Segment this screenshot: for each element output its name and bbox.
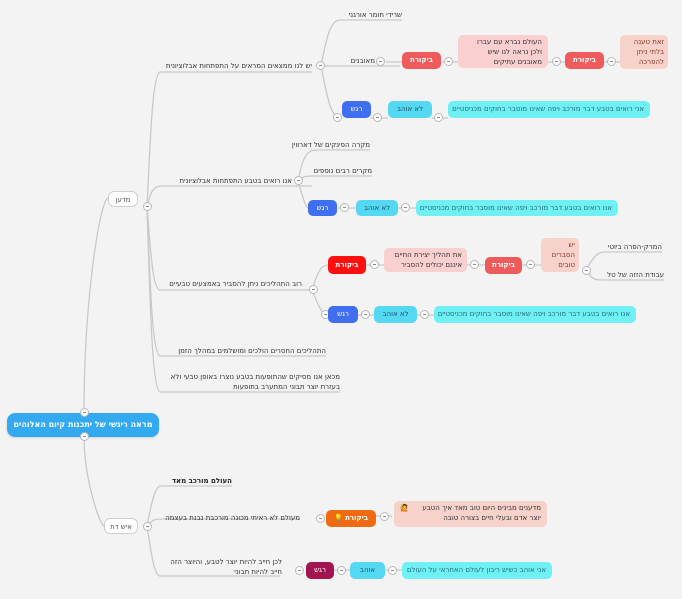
- collapse-toggle[interactable]: [526, 260, 535, 269]
- collapse-toggle[interactable]: [470, 260, 479, 269]
- emotion-tag[interactable]: רגש: [306, 562, 334, 579]
- collapse-toggle[interactable]: [340, 203, 349, 212]
- branch-religious-man[interactable]: איש דת: [104, 518, 138, 534]
- science-conclusion[interactable]: מכאן אנו מסיקים שהתופעות בטבע נוצרו באופ…: [170, 373, 340, 391]
- faith-claim-1[interactable]: העולם מורכב מאד: [171, 477, 232, 485]
- dislike-tag[interactable]: לא אוהב: [388, 101, 432, 118]
- lightbulb-icon: 💡: [333, 514, 343, 522]
- science-claim-1[interactable]: יש לנו ממצאים המראים על התפתחות אבלוציונ…: [165, 62, 312, 70]
- collapse-toggle[interactable]: [380, 512, 389, 521]
- collapse-toggle[interactable]: [376, 57, 385, 66]
- emotion-note[interactable]: אנו רואים בטבע דבר מורכב ויפה שאינו מוסב…: [416, 200, 618, 216]
- counter-argument[interactable]: זאת טענה בלתי ניתן להפרכה: [620, 35, 668, 69]
- darwin-finches-node[interactable]: מקרה הפינקים של דארווין: [291, 141, 370, 149]
- science-claim-2[interactable]: אנו רואים בטבע התפתחות אבלוציונית: [179, 177, 293, 185]
- collapse-toggle[interactable]: [337, 566, 346, 575]
- science-claim-4[interactable]: התהליכים החסרים הולכים ומושלמים במהלך הז…: [178, 347, 326, 355]
- like-tag[interactable]: אוהב: [350, 562, 385, 579]
- organic-remains-node[interactable]: שרידי חומר אורגני: [348, 11, 402, 19]
- critique-text[interactable]: העולם נברא עם עברו ולכן נראה לנו שיש מאו…: [458, 35, 548, 68]
- emotion-tag[interactable]: רגש: [308, 200, 337, 216]
- tal-work-node[interactable]: עבודת הזזה של טל: [607, 271, 664, 279]
- collapse-toggle[interactable]: [361, 310, 370, 319]
- collapse-toggle[interactable]: [143, 522, 152, 531]
- emotion-note[interactable]: אנו רואים בטבע דבר מורכב ויפה שאינו מוסב…: [434, 306, 636, 323]
- collapse-toggle[interactable]: [80, 408, 89, 417]
- critique-note[interactable]: 🙋 מדענים מבינים היום טוב מאד איך הטבע יו…: [394, 501, 547, 527]
- critique-label: ביקורת: [345, 514, 369, 522]
- emotion-tag[interactable]: רגש: [342, 101, 371, 118]
- counter-argument[interactable]: יש הסברים טובים: [541, 238, 579, 272]
- critique-note-text: מדענים מבינים היום טוב מאד איך הטבע יוצר…: [422, 504, 541, 522]
- collapse-toggle[interactable]: [607, 57, 616, 66]
- fossils-node[interactable]: מאובנים: [350, 57, 375, 65]
- collapse-toggle[interactable]: [388, 566, 397, 575]
- collapse-toggle[interactable]: [401, 203, 410, 212]
- critique-tag[interactable]: ביקורת: [485, 257, 522, 274]
- critique-tag[interactable]: ביקורת: [565, 52, 604, 69]
- sticker-icon: 🙋: [400, 504, 409, 512]
- collapse-toggle[interactable]: [333, 113, 342, 122]
- collapse-toggle[interactable]: [582, 266, 591, 275]
- many-cases-node[interactable]: מקרים רבים נוספים: [313, 167, 372, 175]
- emotion-note[interactable]: אני רואים בטבע דבר מורכב ויפה שאינו מוסב…: [448, 101, 650, 118]
- critique-tag[interactable]: ביקורת: [328, 256, 366, 274]
- collapse-toggle[interactable]: [552, 57, 561, 66]
- critique-tag[interactable]: ביקורת: [402, 52, 441, 69]
- collapse-toggle[interactable]: [309, 285, 318, 294]
- prebiotic-soup-node[interactable]: המרק-הפרה ביוטי: [607, 243, 662, 251]
- dislike-tag[interactable]: לא אוהב: [356, 200, 398, 216]
- critique-tag[interactable]: ביקורת 💡: [326, 510, 376, 527]
- emotion-tag[interactable]: רגש: [328, 306, 358, 323]
- collapse-toggle[interactable]: [420, 310, 429, 319]
- collapse-toggle[interactable]: [143, 202, 152, 211]
- collapse-toggle[interactable]: [80, 432, 89, 441]
- collapse-toggle[interactable]: [294, 176, 303, 185]
- faith-conclusion[interactable]: לכן חייב להיות יוצר לטבע, והיוצר הזה חיי…: [170, 558, 282, 576]
- collapse-toggle[interactable]: [444, 57, 453, 66]
- branch-scientist[interactable]: מדען: [108, 191, 138, 207]
- collapse-toggle[interactable]: [370, 260, 379, 269]
- collapse-toggle[interactable]: [373, 113, 382, 122]
- collapse-toggle[interactable]: [434, 113, 443, 122]
- collapse-toggle[interactable]: [316, 61, 325, 70]
- collapse-toggle[interactable]: [295, 566, 304, 575]
- collapse-toggle[interactable]: [316, 514, 325, 523]
- critique-text[interactable]: את תהליך יצירת החיים איננם יכולים להסביר: [384, 248, 467, 272]
- emotion-note[interactable]: אני אוהב כשיש ריבון לעולם האחראי על העול…: [402, 562, 552, 579]
- science-claim-3[interactable]: רוב התהליכים ניתן להסביר באמצעים טבעיים: [169, 280, 302, 288]
- dislike-tag[interactable]: לא אוהב: [374, 306, 417, 323]
- faith-claim-2[interactable]: מעולם לא ראיתי מכונה מורכבת נבנת בעצמה: [165, 514, 300, 522]
